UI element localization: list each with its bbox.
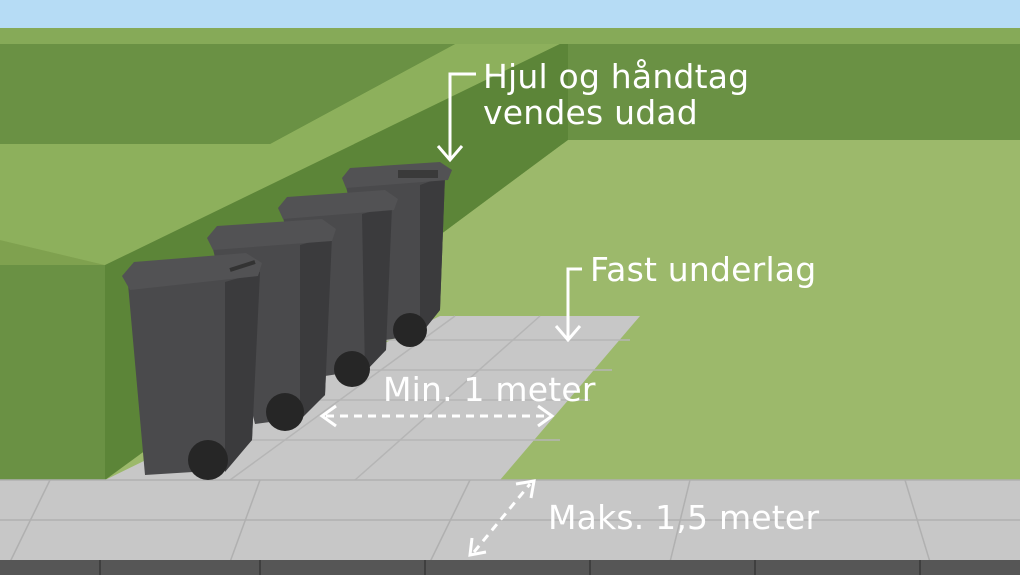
sky [0,0,1020,30]
sidewalk [0,480,1020,562]
sidewalk-joints [0,479,1020,563]
curb-joints [99,560,921,575]
hedge-top-front [0,240,105,265]
far-hedge-right [570,44,1020,144]
far-hedge-top [0,28,1020,44]
wheels-arrow [448,72,476,158]
min-distance-label: Min. 1 meter [383,370,596,409]
hedge-top-surface [0,44,560,265]
max-distance-line [472,483,532,553]
firm-surface-label: Fast underlag [590,250,817,289]
dashed-measure-lines [326,414,548,553]
wheels-handles-line2: vendes udad [483,93,698,132]
wheels-handles-label: Hjul og håndtag vendes udad [483,59,749,131]
curb [0,560,1020,575]
wheels-handles-line1: Hjul og håndtag [483,57,750,96]
dashed-arrowheads [319,404,555,557]
annotation-arrows [436,72,582,343]
hedge-front [0,265,105,480]
surface-arrow [566,267,582,338]
waste-bin-3 [278,190,398,387]
lawn [440,140,1020,480]
hedge-top-face [0,44,455,144]
waste-bin-1 [122,253,262,480]
max-distance-label: Maks. 1,5 meter [548,498,820,537]
